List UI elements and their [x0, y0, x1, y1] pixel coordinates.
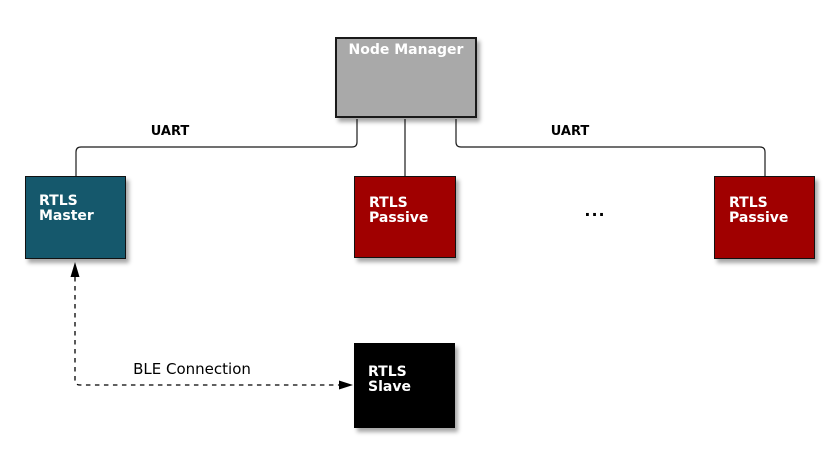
node-manager-label: Node Manager — [348, 42, 464, 58]
more-nodes-ellipsis: ... — [584, 201, 606, 220]
edge-uart-right-line — [455, 119, 766, 176]
rtls-slave-label-line2: Slave — [368, 379, 411, 395]
rtls-passive-2-box: RTLS Passive — [714, 176, 815, 259]
edge-ble-dashed-line — [74, 277, 340, 386]
edge-uart-left-line — [75, 119, 358, 176]
rtls-slave-box: RTLS Slave — [354, 343, 455, 428]
rtls-passive-1-box: RTLS Passive — [354, 176, 456, 258]
rtls-slave-label-line1: RTLS — [368, 364, 407, 380]
rtls-master-box: RTLS Master — [25, 176, 126, 259]
rtls-master-label-line2: Master — [39, 208, 94, 224]
arrowhead-right-icon — [339, 380, 353, 390]
uart-left-edge-label: UART — [150, 124, 190, 139]
uart-right-edge-label: UART — [550, 124, 590, 139]
rtls-passive-2-label-line2: Passive — [729, 210, 789, 226]
rtls-master-label-line1: RTLS — [39, 193, 78, 209]
rtls-passive-1-label-line2: Passive — [369, 210, 429, 226]
rtls-passive-1-label-line1: RTLS — [369, 195, 408, 211]
node-manager-box: Node Manager — [335, 37, 477, 118]
ble-connection-edge-label: BLE Connection — [133, 360, 251, 378]
arrowhead-up-icon — [70, 262, 80, 277]
rtls-passive-2-label-line1: RTLS — [729, 195, 768, 211]
